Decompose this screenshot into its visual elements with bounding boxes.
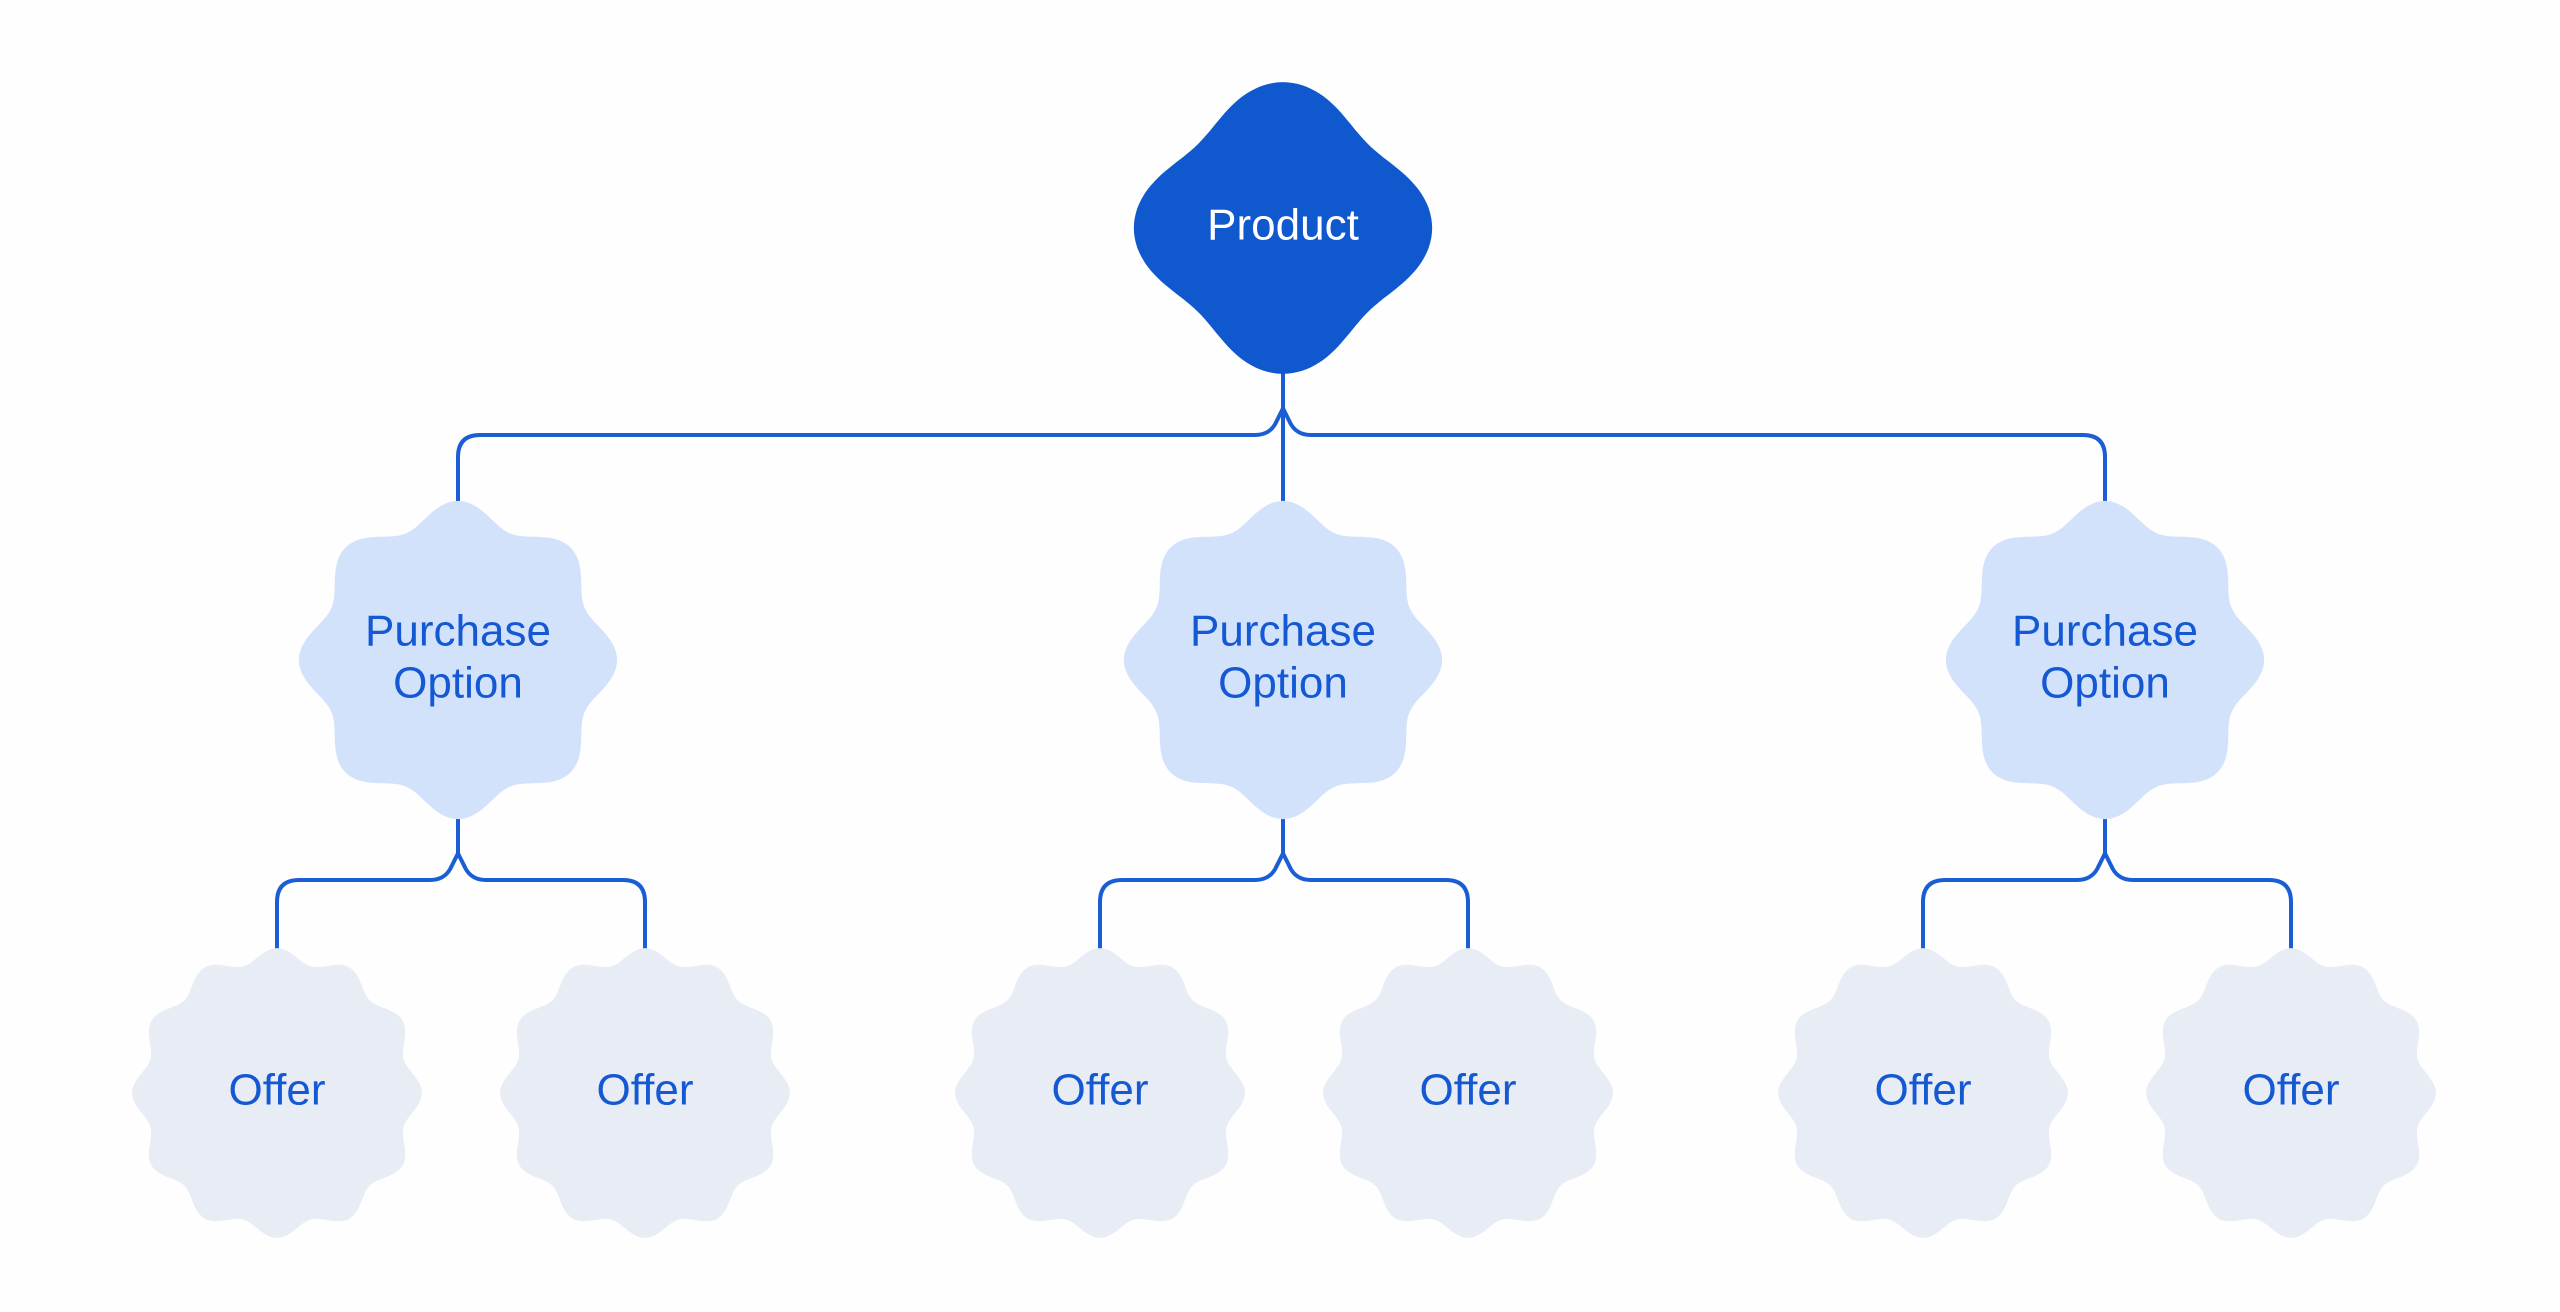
connector-offer-bus-1-left [275, 851, 460, 957]
node-offer-6[interactable]: Offer [2146, 948, 2436, 1238]
node-offer-5-shape [1778, 948, 2068, 1238]
node-offer-6-shape [2146, 948, 2436, 1238]
connector-level1-bus-left [456, 406, 1285, 532]
node-purchase-option-3-shape [1945, 500, 2265, 820]
connector-level1-bus-right [1281, 406, 2107, 532]
node-offer-3-shape [955, 948, 1245, 1238]
node-purchase-option-1-shape [298, 500, 618, 820]
node-purchase-option-2-shape [1123, 500, 1443, 820]
node-product[interactable]: Product [1133, 82, 1433, 374]
connector-offer-bus-3-right [2103, 851, 2293, 957]
node-offer-4-shape [1323, 948, 1613, 1238]
node-product-shape [1133, 82, 1433, 374]
connector-offer-bus-3-left [1921, 851, 2107, 957]
node-offer-2-shape [500, 948, 790, 1238]
node-offer-2[interactable]: Offer [500, 948, 790, 1238]
node-offer-4[interactable]: Offer [1323, 948, 1613, 1238]
connector-offer-bus-2-right [1281, 851, 1470, 957]
node-offer-1[interactable]: Offer [132, 948, 422, 1238]
connector-offer-bus-2-left [1098, 851, 1285, 957]
node-offer-5[interactable]: Offer [1778, 948, 2068, 1238]
node-offer-1-shape [132, 948, 422, 1238]
node-offer-3[interactable]: Offer [955, 948, 1245, 1238]
connector-offer-bus-1-right [456, 851, 647, 957]
